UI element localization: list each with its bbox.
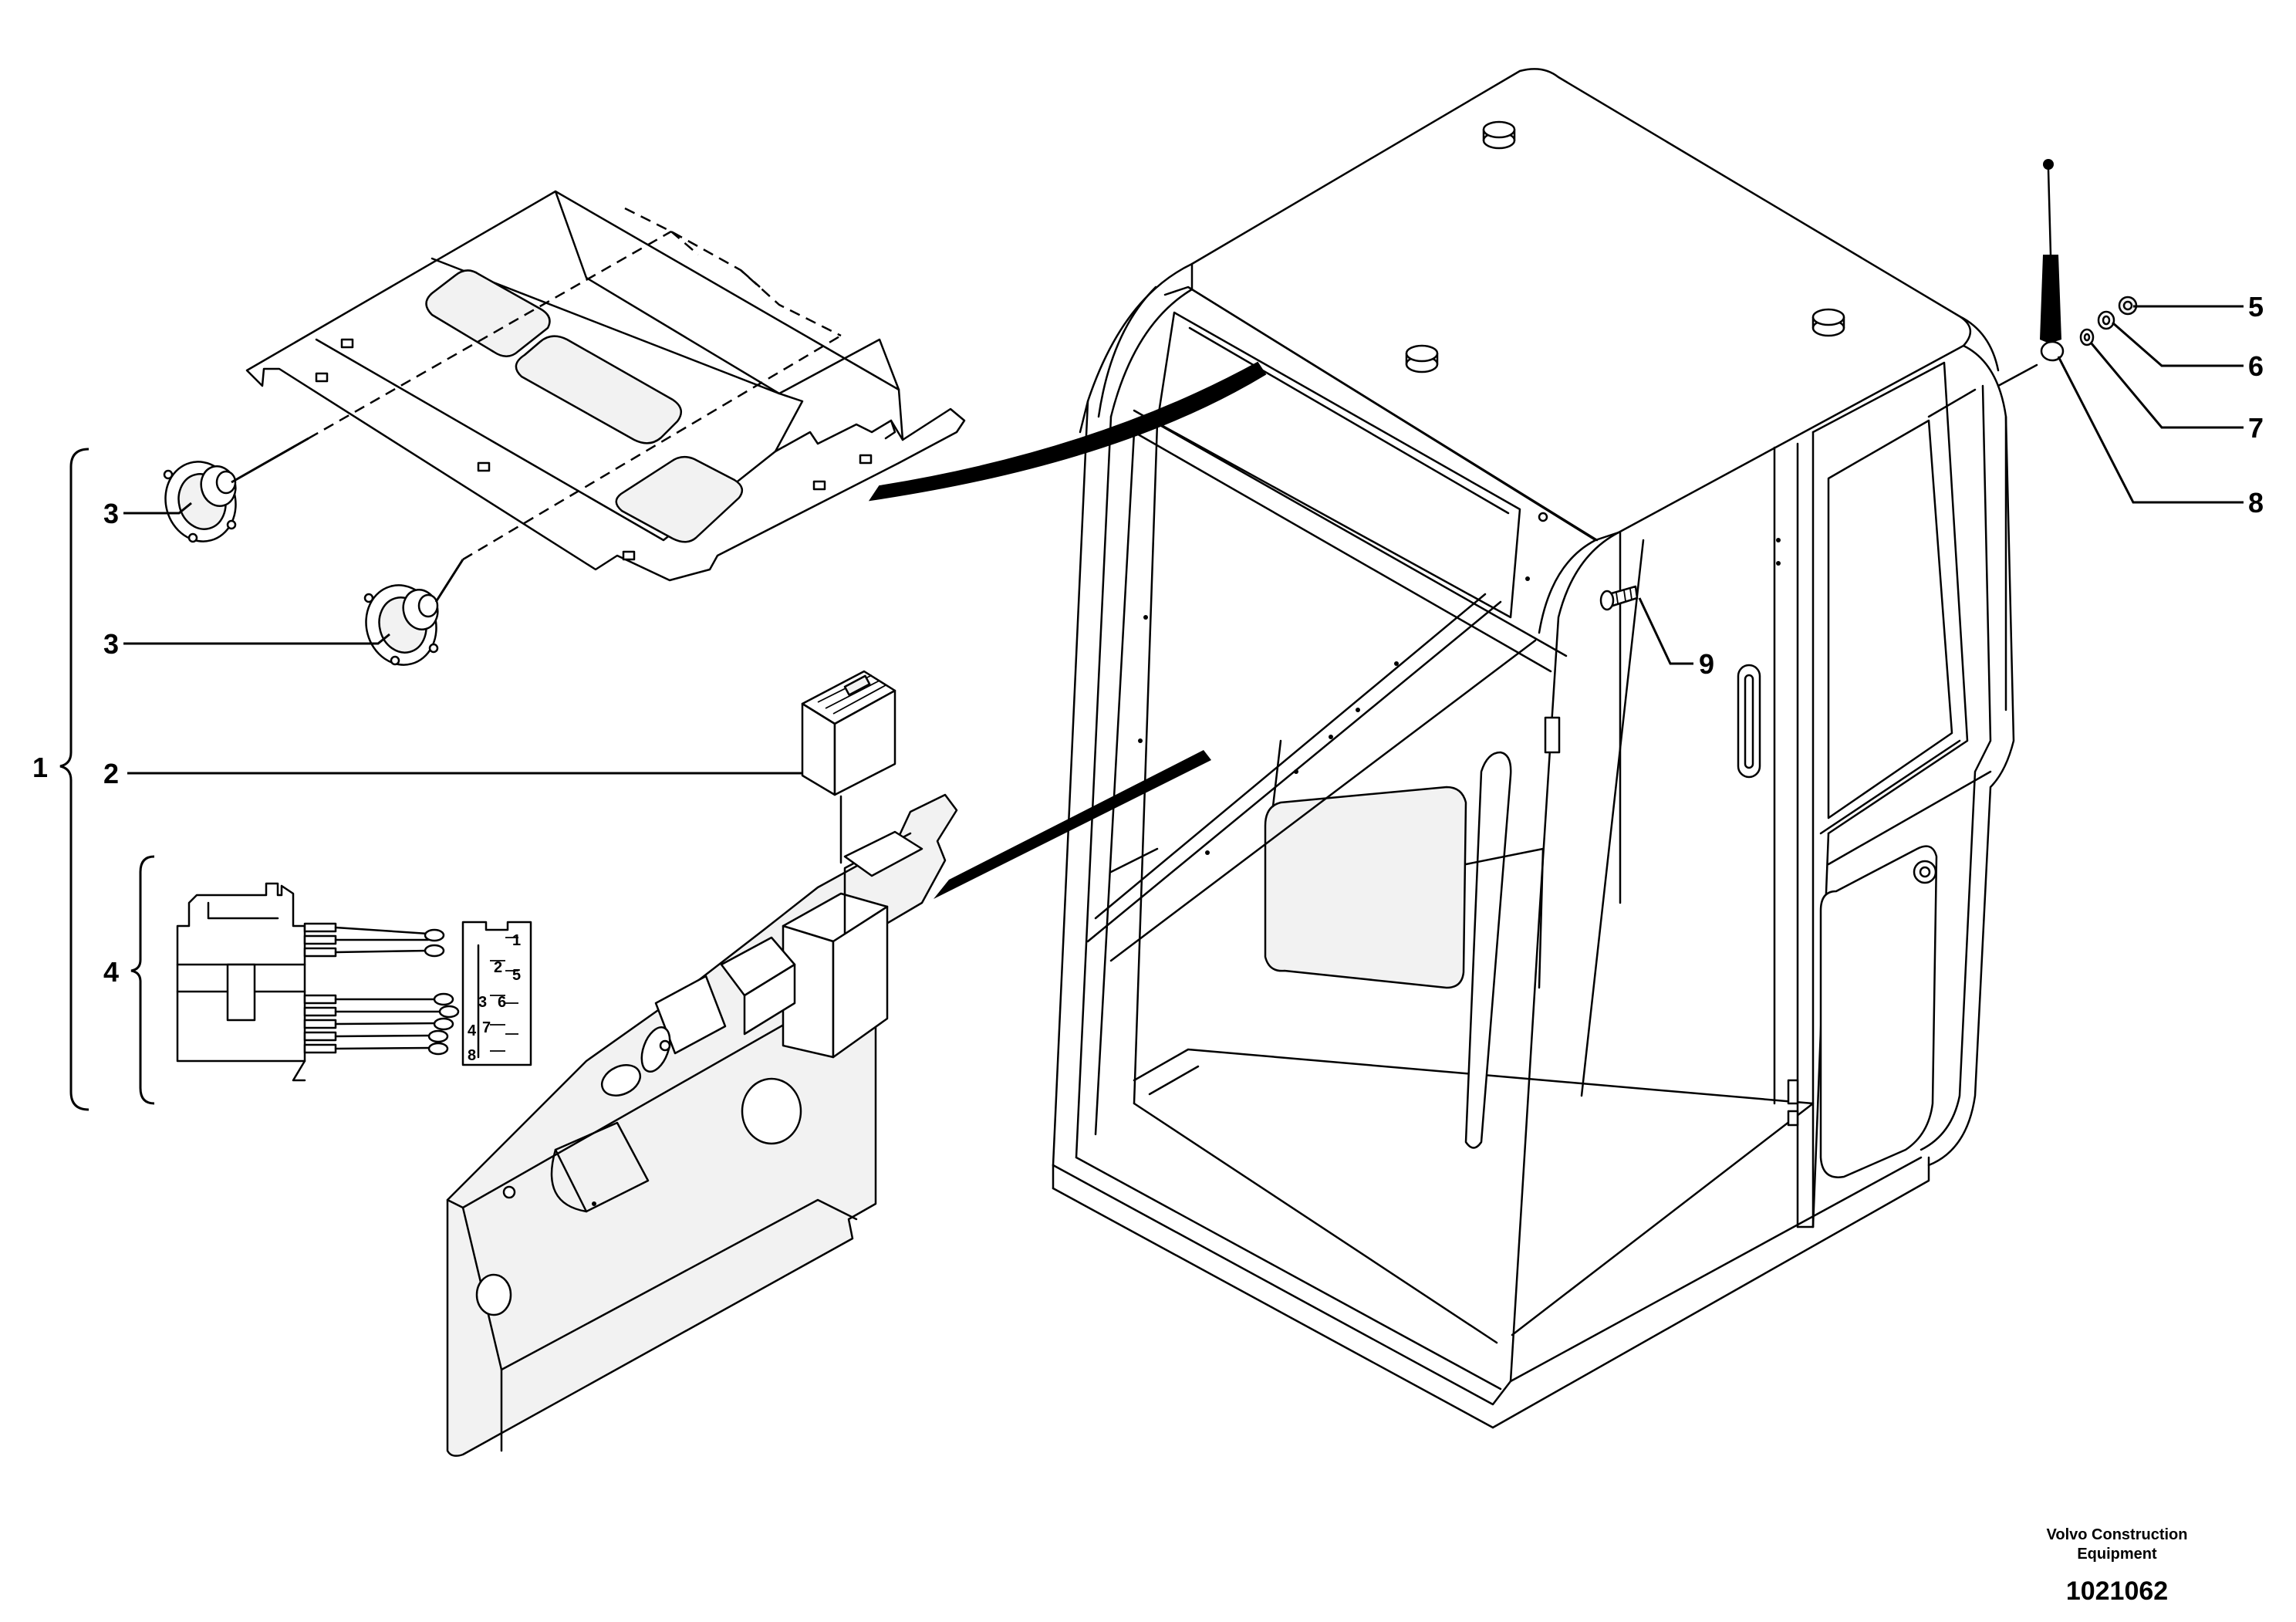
pin-label-5: 5 xyxy=(512,967,521,984)
callout-8: 8 xyxy=(2248,487,2264,519)
callout-1: 1 xyxy=(32,752,48,783)
antenna-nut-5 xyxy=(2118,296,2138,316)
antenna-washer-7 xyxy=(2079,328,2095,346)
roof-to-headliner-arrow xyxy=(868,361,1267,502)
pin-label-6: 6 xyxy=(498,994,506,1011)
speaker-upper xyxy=(163,437,309,543)
connector-brace-4 xyxy=(130,855,155,1105)
cab-to-console-arrow xyxy=(934,750,1211,899)
pin-label-4: 4 xyxy=(468,1022,477,1039)
console-panel xyxy=(446,793,958,1457)
callout-5: 5 xyxy=(2248,291,2264,323)
connector-harness: 4 8 3 7 2 6 1 5 xyxy=(176,882,532,1082)
pin-label-3: 3 xyxy=(478,994,487,1011)
footer-company-line1: Volvo Construction xyxy=(2047,1526,2188,1543)
cab-frame xyxy=(1052,68,2038,1429)
callout-3-lower: 3 xyxy=(103,628,119,660)
footer-drawing-number: 1021062 xyxy=(2066,1576,2168,1606)
pin-label-1: 1 xyxy=(512,932,521,949)
callout-3-upper: 3 xyxy=(103,498,119,529)
callout-2: 2 xyxy=(103,758,119,789)
antenna xyxy=(2040,159,2065,362)
antenna-washer-6 xyxy=(2097,310,2115,330)
pin-label-7: 7 xyxy=(482,1019,491,1036)
connector-pin-block: 4 8 3 7 2 6 1 5 xyxy=(461,921,532,1066)
pin-label-2: 2 xyxy=(494,959,502,976)
pin-label-8: 8 xyxy=(468,1047,476,1064)
roof-headliner-panel xyxy=(245,190,966,582)
callout-6: 6 xyxy=(2248,350,2264,382)
callout-9: 9 xyxy=(1699,648,1714,680)
callout-4: 4 xyxy=(103,956,119,988)
radio-unit xyxy=(801,670,896,864)
footer-company-line2: Equipment xyxy=(2077,1546,2157,1563)
callout-7: 7 xyxy=(2248,412,2264,444)
connector-wires xyxy=(303,922,460,1056)
assembly-brace-1 xyxy=(59,448,89,1111)
speaker-lower xyxy=(363,559,464,666)
leader-lines xyxy=(123,305,2244,775)
